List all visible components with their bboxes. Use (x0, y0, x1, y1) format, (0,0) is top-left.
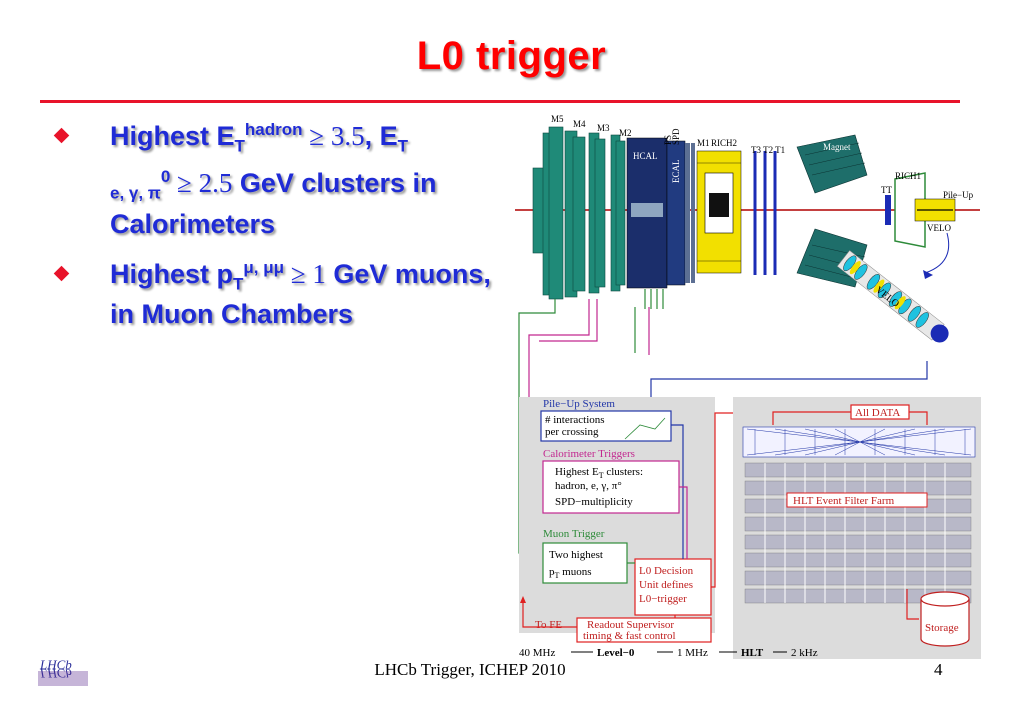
farm-label-box (786, 492, 928, 508)
svg-text:PS: PS (663, 135, 673, 145)
lhcb-trigger-figure: M5 M4 M3 M2 SPD PS M1 RICH2 T3 T2 T1 Mag… (515, 114, 981, 659)
svg-text:hadron, e, γ, π°: hadron, e, γ, π° (555, 480, 622, 492)
svg-text:Pile−Up: Pile−Up (943, 190, 974, 200)
pileup-title: Pile−Up System (543, 398, 615, 410)
rich1-block (894, 172, 926, 248)
svg-text:Readout Supervisor: Readout Supervisor (587, 619, 674, 631)
svg-text:Highest ET clusters:: Highest ET clusters: (555, 466, 643, 480)
slide-title: L0 trigger (416, 34, 607, 78)
svg-text:40 MHz: 40 MHz (519, 647, 555, 659)
diamond-bullet-icon (53, 127, 70, 144)
svg-text:M4: M4 (573, 119, 586, 129)
svg-text:LHCb: LHCb (39, 666, 72, 681)
svg-text:Magnet: Magnet (823, 142, 851, 152)
muon-title: Muon Trigger (543, 528, 605, 540)
pileup-box (540, 410, 672, 442)
l0-decision-box (634, 558, 712, 616)
lhcb-logo: LHCb LHCb (38, 656, 88, 686)
muon-trigger-box (542, 542, 628, 584)
diamond-bullet-icon (53, 265, 70, 282)
svg-text:VELO: VELO (927, 223, 951, 233)
svg-text:RICH1: RICH1 (895, 171, 921, 181)
footer-text: LHCb Trigger, ICHEP 2010 (374, 660, 566, 679)
svg-text:Two highest: Two highest (549, 549, 603, 561)
svg-text:per crossing: per crossing (545, 426, 599, 438)
svg-text:SPD−multiplicity: SPD−multiplicity (555, 496, 633, 508)
svg-text:ECAL: ECAL (671, 160, 681, 184)
svg-text:M3: M3 (597, 123, 610, 133)
svg-text:M1: M1 (697, 138, 710, 148)
bullet-text-muon: Highest pTμ, μμ ≥ 1 GeV muons, in Muon C… (110, 257, 491, 330)
svg-text:M2: M2 (619, 128, 632, 138)
svg-text:TT: TT (881, 185, 892, 195)
svg-text:pT muons: pT muons (549, 566, 591, 580)
svg-text:HLT Event Filter Farm: HLT Event Filter Farm (793, 495, 895, 507)
detector-drawing: M5 M4 M3 M2 SPD PS M1 RICH2 T3 T2 T1 Mag… (515, 114, 980, 343)
svg-text:HCAL: HCAL (633, 151, 658, 161)
network-switch-grid (742, 426, 976, 458)
svg-text:RICH2: RICH2 (711, 138, 737, 148)
svg-text:LHCb: LHCb (39, 657, 72, 672)
svg-text:T3 T2 T1: T3 T2 T1 (751, 145, 785, 155)
svg-text:2 kHz: 2 kHz (791, 647, 818, 659)
svg-text:To FE: To FE (535, 619, 562, 631)
svg-text:All DATA: All DATA (855, 407, 900, 419)
svg-text:L0−trigger: L0−trigger (639, 593, 687, 605)
svg-text:L0 Decision: L0 Decision (639, 565, 694, 577)
svg-text:Unit defines: Unit defines (639, 579, 693, 591)
calo-title: Calorimeter Triggers (543, 448, 635, 460)
svg-text:Storage: Storage (925, 622, 959, 634)
readout-supervisor-box (576, 617, 712, 643)
svg-text:SPD: SPD (671, 128, 681, 145)
rich2-block (696, 150, 742, 274)
storage-icon: Storage (920, 591, 970, 647)
svg-text:# interactions: # interactions (545, 414, 605, 426)
svg-text:Level−0: Level−0 (597, 647, 635, 659)
page-number: 4 (934, 660, 943, 679)
velo-zoom (836, 250, 949, 343)
rate-flow: 40 MHz Level−0 1 MHz HLT 2 kHz (519, 647, 818, 659)
svg-text:timing & fast control: timing & fast control (583, 630, 676, 642)
svg-text:M5: M5 (551, 114, 564, 124)
title-underline (40, 100, 960, 103)
bullet-item-muon: Highest pTμ, μμ ≥ 1 GeV muons, in Muon C… (52, 252, 502, 330)
calo-trigger-box (542, 460, 680, 514)
svg-text:1 MHz: 1 MHz (677, 647, 708, 659)
svg-text:HLT: HLT (741, 647, 764, 659)
